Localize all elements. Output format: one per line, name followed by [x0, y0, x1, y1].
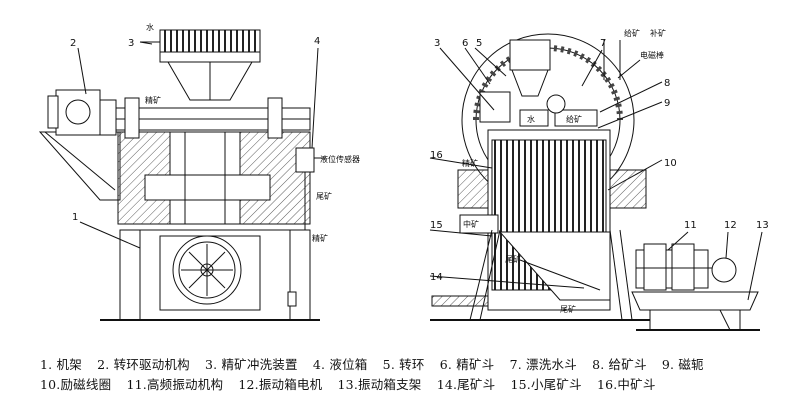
legend-item: 4. 液位箱: [312, 357, 368, 372]
right-view-labels: 3 6 5 7 8 9 10 11 12 13 14 15 16 给矿 补矿 电…: [430, 28, 769, 314]
legend-item: 1. 机架: [40, 357, 82, 372]
legend-item: 10.励磁线圈: [40, 377, 112, 392]
label-water-right: 水: [527, 114, 535, 124]
legend-row-1: 1. 机架 2. 转环驱动机构 3. 精矿冲洗装置 4. 液位箱 5. 转环 6…: [40, 354, 715, 373]
legend-item: 13.振动箱支架: [337, 377, 422, 392]
callout-3-right: 3: [434, 38, 440, 49]
legend-item: 7. 漂洗水斗: [509, 357, 577, 372]
label-concentrate-right: 精矿: [462, 158, 478, 168]
legend-item: 8. 给矿斗: [592, 357, 647, 372]
callout-4: 4: [314, 36, 320, 47]
legend-item: 15.小尾矿斗: [510, 377, 582, 392]
label-magnetic-system: 电磁棒: [640, 50, 664, 60]
label-tailings-left: 尾矿: [316, 191, 332, 201]
middlings-box: [459, 214, 499, 234]
left-tray: [38, 131, 121, 201]
left-level-tank: [295, 147, 315, 173]
label-feed-inner: 给矿: [566, 114, 582, 124]
legend-item: 11.高频振动机构: [126, 377, 224, 392]
legend-item: 16.中矿斗: [596, 377, 656, 392]
feed-hopper: [509, 39, 551, 71]
legend-item: 14.尾矿斗: [436, 377, 496, 392]
legend-item: 2. 转环驱动机构: [97, 357, 190, 372]
callout-12: 12: [724, 220, 737, 231]
legend-row-2: 10.励磁线圈 11.高频振动机构 12.振动箱电机 13.振动箱支架 14.尾…: [40, 374, 667, 393]
callout-6: 6: [462, 38, 468, 49]
label-middlings: 中矿: [463, 219, 479, 229]
callout-14: 14: [430, 272, 443, 283]
label-water-left: 水: [146, 22, 154, 32]
callout-10: 10: [664, 158, 677, 169]
callout-8: 8: [664, 78, 670, 89]
callout-11: 11: [684, 220, 697, 231]
callout-16: 16: [430, 150, 443, 161]
label-feed-top: 给矿: [624, 28, 640, 38]
left-view-labels: 2 3 4 1 水 精矿 液位传感器 尾矿 精矿: [70, 22, 360, 243]
label-concentrate-left-2: 精矿: [312, 233, 328, 243]
callout-15: 15: [430, 220, 443, 231]
left-view: [38, 29, 326, 321]
callout-9: 9: [664, 98, 670, 109]
label-tailings-right-a: 尾矿: [505, 254, 521, 264]
callout-13: 13: [756, 220, 769, 231]
machine-drawing: 2 3 4 1 水 精矿 液位传感器 尾矿 精矿: [38, 22, 769, 331]
vibration-stand: [631, 291, 759, 311]
callout-1: 1: [72, 212, 78, 223]
legend: 1. 机架 2. 转环驱动机构 3. 精矿冲洗装置 4. 液位箱 5. 转环 6…: [0, 352, 788, 402]
right-view: [429, 33, 763, 331]
callout-3-left: 3: [128, 38, 134, 49]
label-supplement: 补矿: [650, 28, 666, 38]
legend-item: 3. 精矿冲洗装置: [204, 357, 298, 372]
left-wash-device: [159, 29, 261, 53]
callout-2: 2: [70, 38, 76, 49]
label-tailings-right-b: 尾矿: [560, 304, 576, 314]
legend-item: 12.振动箱电机: [238, 377, 323, 392]
label-concentrate-left: 精矿: [145, 95, 161, 105]
callout-7: 7: [600, 38, 606, 49]
legend-item: 9. 磁轭: [661, 357, 704, 372]
vibration-motor: [711, 257, 737, 283]
legend-item: 5. 转环: [382, 357, 425, 372]
callout-5: 5: [476, 38, 482, 49]
legend-item: 6. 精矿斗: [439, 357, 495, 372]
label-level-sensor: 液位传感器: [320, 154, 360, 164]
